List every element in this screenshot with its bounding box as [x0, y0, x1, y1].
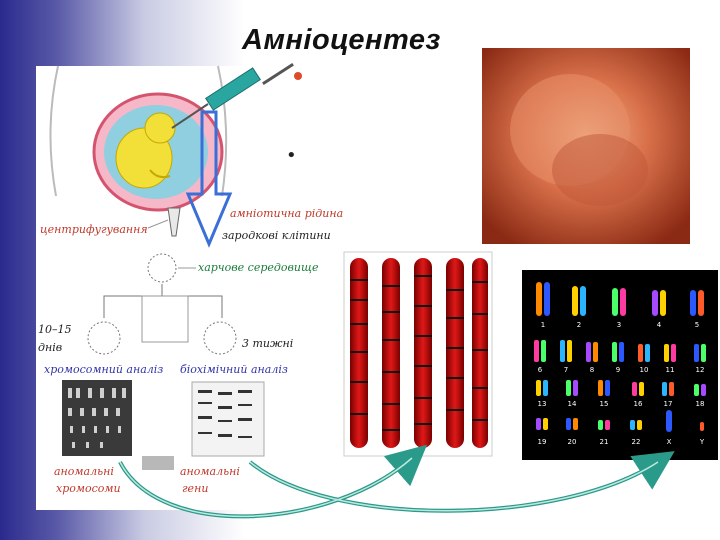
biochem-dish-icon: [203, 321, 237, 355]
tube-icon: [167, 207, 181, 237]
karyotype-number: 3: [617, 321, 621, 329]
label-weeks: 3 тижні: [242, 337, 294, 350]
karyotype-number: 1: [541, 321, 545, 329]
karyotype-number: 7: [564, 366, 568, 374]
chromosome-dish-icon: [87, 321, 121, 355]
syringe-icon: [171, 62, 302, 129]
karyotype-number: 4: [657, 321, 662, 329]
label-abnormal-genes-2: гени: [182, 482, 209, 495]
culture-dish-icon: [147, 253, 177, 283]
karyotype-number: 5: [695, 321, 699, 329]
karyotype-number: 14: [568, 400, 577, 408]
karyotype-number: 6: [538, 366, 543, 374]
fetus-drawing: [115, 112, 176, 189]
karyotype-number: 13: [538, 400, 547, 408]
karyotype-number: Y: [699, 438, 705, 446]
branch-lines: [103, 284, 163, 318]
karyotype-number: 19: [538, 438, 547, 446]
label-nutrient-medium: харчове середовище: [198, 261, 319, 274]
label-days-word: днів: [38, 341, 63, 354]
karyotype-numbers: 1 2 3 4 5 6 7 8 9 10 11 12 13 14 15 16 1…: [538, 321, 705, 446]
label-chromosome-analysis: хромосомний аналіз: [44, 363, 164, 376]
spectral-chromosomes: [534, 282, 706, 432]
karyotype-number: 10: [640, 366, 649, 374]
label-abnormal-genes-1: аномальні: [180, 465, 240, 478]
karyotype-number: 16: [634, 400, 643, 408]
karyotype-number: 21: [600, 438, 609, 446]
karyotype-number: 15: [600, 400, 609, 408]
abdomen-outline: [49, 65, 59, 197]
karyotype-number: 17: [664, 400, 673, 408]
banded-chromosomes: [350, 258, 488, 448]
label-centrifuging: центрифугування: [40, 223, 148, 236]
label-abnormal-chromosomes-1: аномальні: [54, 465, 114, 478]
label-days-range: 10–15: [38, 323, 72, 336]
karyotype-number: 22: [632, 438, 641, 446]
bullet-mark: •: [286, 145, 297, 166]
slide-title: Амніоцентез: [242, 24, 441, 56]
label-fetal-cells: зародкові клітини: [222, 229, 331, 242]
karyotype-number: 2: [577, 321, 581, 329]
process-arrow-icon: [185, 110, 233, 248]
karyotype-number: X: [667, 438, 672, 446]
karyotype-number: 18: [696, 400, 705, 408]
karyotype-number: 9: [616, 366, 620, 374]
label-amniotic-fluid: амніотична рідина: [230, 207, 344, 220]
karyotype-number: 11: [666, 366, 675, 374]
karyotype-number: 8: [590, 366, 594, 374]
label-abnormal-chromosomes-2: хромосоми: [56, 482, 121, 495]
label-biochemical-analysis: біохімічний аналіз: [180, 363, 288, 376]
karyotype-number: 20: [568, 438, 577, 446]
karyotype-number: 12: [696, 366, 705, 374]
